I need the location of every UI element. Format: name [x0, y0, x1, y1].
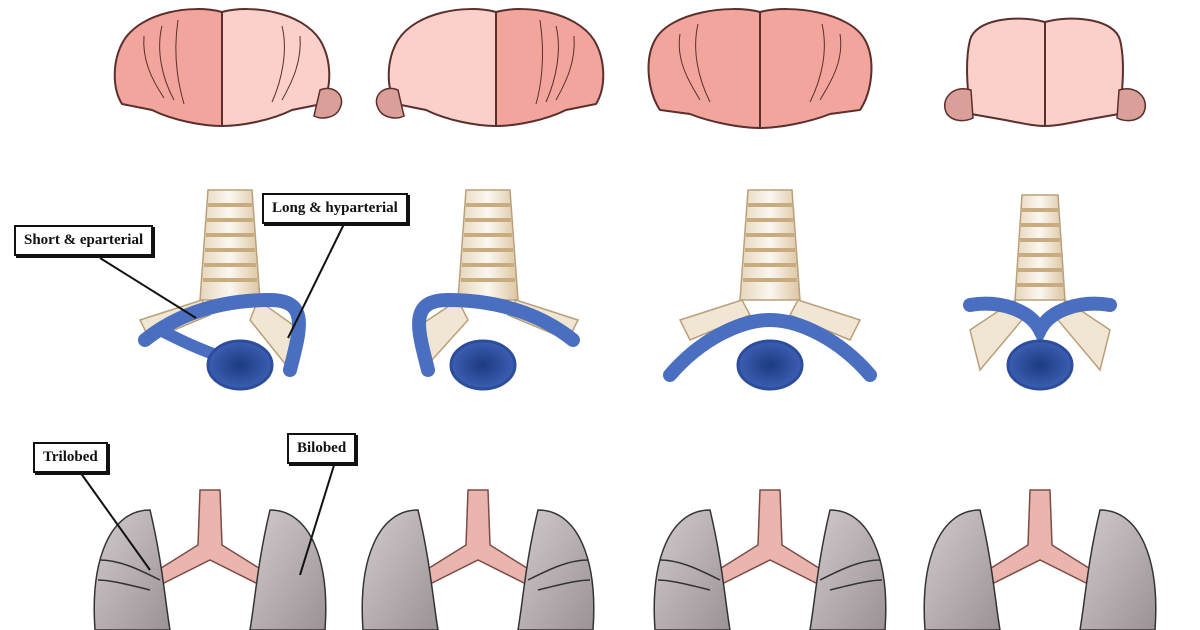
lungs-diagram-2	[361, 489, 595, 630]
bronchial-tree-1	[138, 189, 306, 391]
bronchial-tree-2	[412, 189, 580, 391]
lungs-diagram-1	[93, 489, 327, 630]
label-short-eparterial: Short & eparterial	[14, 225, 154, 256]
lungs-row	[93, 489, 1157, 630]
pointer-short-eparterial	[99, 257, 197, 319]
pointer-bilobed	[299, 461, 336, 576]
callout-pointers	[79, 221, 346, 576]
left-appendage-icon	[944, 87, 974, 122]
label-bilobed: Bilobed	[287, 433, 357, 464]
lungs-diagram-4	[923, 489, 1157, 630]
bronchi-row	[138, 189, 1117, 391]
pointer-long-hyparterial	[287, 221, 346, 339]
bronchial-tree-3	[663, 189, 877, 391]
right-appendage-icon	[1116, 87, 1146, 122]
atria-diagram-1	[113, 8, 343, 128]
atria-diagram-3	[647, 8, 873, 130]
label-long-hyparterial: Long & hyparterial	[262, 193, 408, 224]
right-appendage-icon	[313, 87, 343, 119]
left-appendage-icon	[375, 87, 405, 119]
lungs-diagram-3	[653, 489, 887, 630]
label-trilobed: Trilobed	[33, 442, 108, 473]
bronchial-tree-4	[963, 194, 1117, 391]
pointer-trilobed	[79, 471, 151, 571]
atria-diagram-4	[944, 17, 1146, 128]
atria-diagram-2	[375, 8, 605, 128]
atria-row	[113, 8, 1146, 130]
